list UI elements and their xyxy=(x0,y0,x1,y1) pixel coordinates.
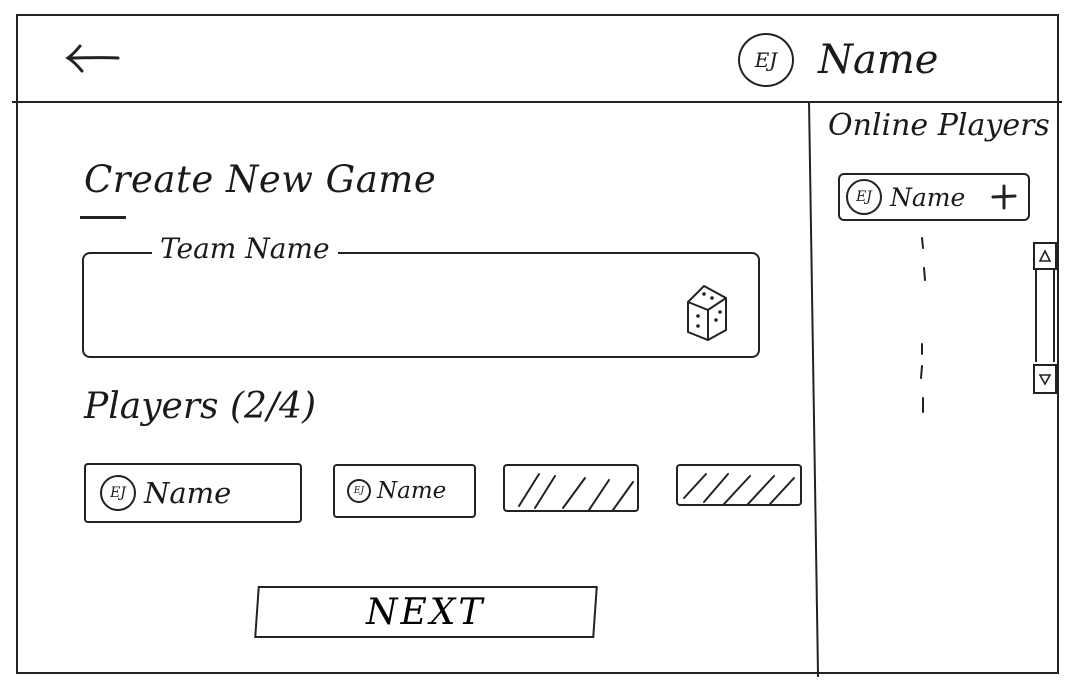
players-heading: Players (2/4) xyxy=(84,386,316,427)
header-user[interactable]: EJ Name xyxy=(738,32,938,88)
dice-icon xyxy=(687,284,727,342)
player-slot-2[interactable]: EJ Name xyxy=(333,464,476,518)
online-players-scrollbar[interactable] xyxy=(1033,242,1057,394)
avatar: EJ xyxy=(100,475,136,511)
back-button[interactable] xyxy=(60,36,124,80)
online-players-title: Online Players xyxy=(828,108,1050,143)
triangle-down-icon xyxy=(1038,374,1052,386)
online-player-name: Name xyxy=(890,182,966,212)
scroll-down-button[interactable] xyxy=(1033,364,1057,394)
next-label: NEXT xyxy=(366,591,486,633)
team-name-field[interactable]: Team Name xyxy=(82,232,760,358)
player-name: Name xyxy=(377,478,447,504)
player-slot-4-empty[interactable] xyxy=(676,464,802,506)
avatar: EJ xyxy=(738,33,794,87)
header-divider xyxy=(12,101,1062,103)
scrollbar-track[interactable] xyxy=(1035,270,1055,362)
page-title: Create New Game xyxy=(84,158,437,201)
online-player-item[interactable]: EJ Name xyxy=(838,173,1030,221)
arrow-left-icon xyxy=(65,44,120,73)
team-name-label: Team Name xyxy=(152,232,338,265)
team-name-input[interactable] xyxy=(100,284,664,326)
scroll-up-button[interactable] xyxy=(1033,242,1057,270)
player-slot-1[interactable]: EJ Name xyxy=(84,463,302,523)
empty-slot-hatch xyxy=(683,473,795,504)
app-frame xyxy=(16,14,1059,674)
more-items-indicator xyxy=(920,237,926,413)
avatar: EJ xyxy=(846,179,882,215)
avatar: EJ xyxy=(347,479,371,503)
add-player-button[interactable] xyxy=(990,183,1018,211)
player-name: Name xyxy=(144,476,232,510)
title-underline xyxy=(80,216,126,219)
empty-slot-hatch xyxy=(518,473,634,510)
plus-icon xyxy=(991,184,1017,210)
next-button[interactable]: NEXT xyxy=(254,586,598,638)
triangle-up-icon xyxy=(1038,249,1052,262)
random-name-button[interactable] xyxy=(684,280,732,342)
header-user-name: Name xyxy=(818,37,939,83)
player-slot-3-empty[interactable] xyxy=(503,464,639,512)
